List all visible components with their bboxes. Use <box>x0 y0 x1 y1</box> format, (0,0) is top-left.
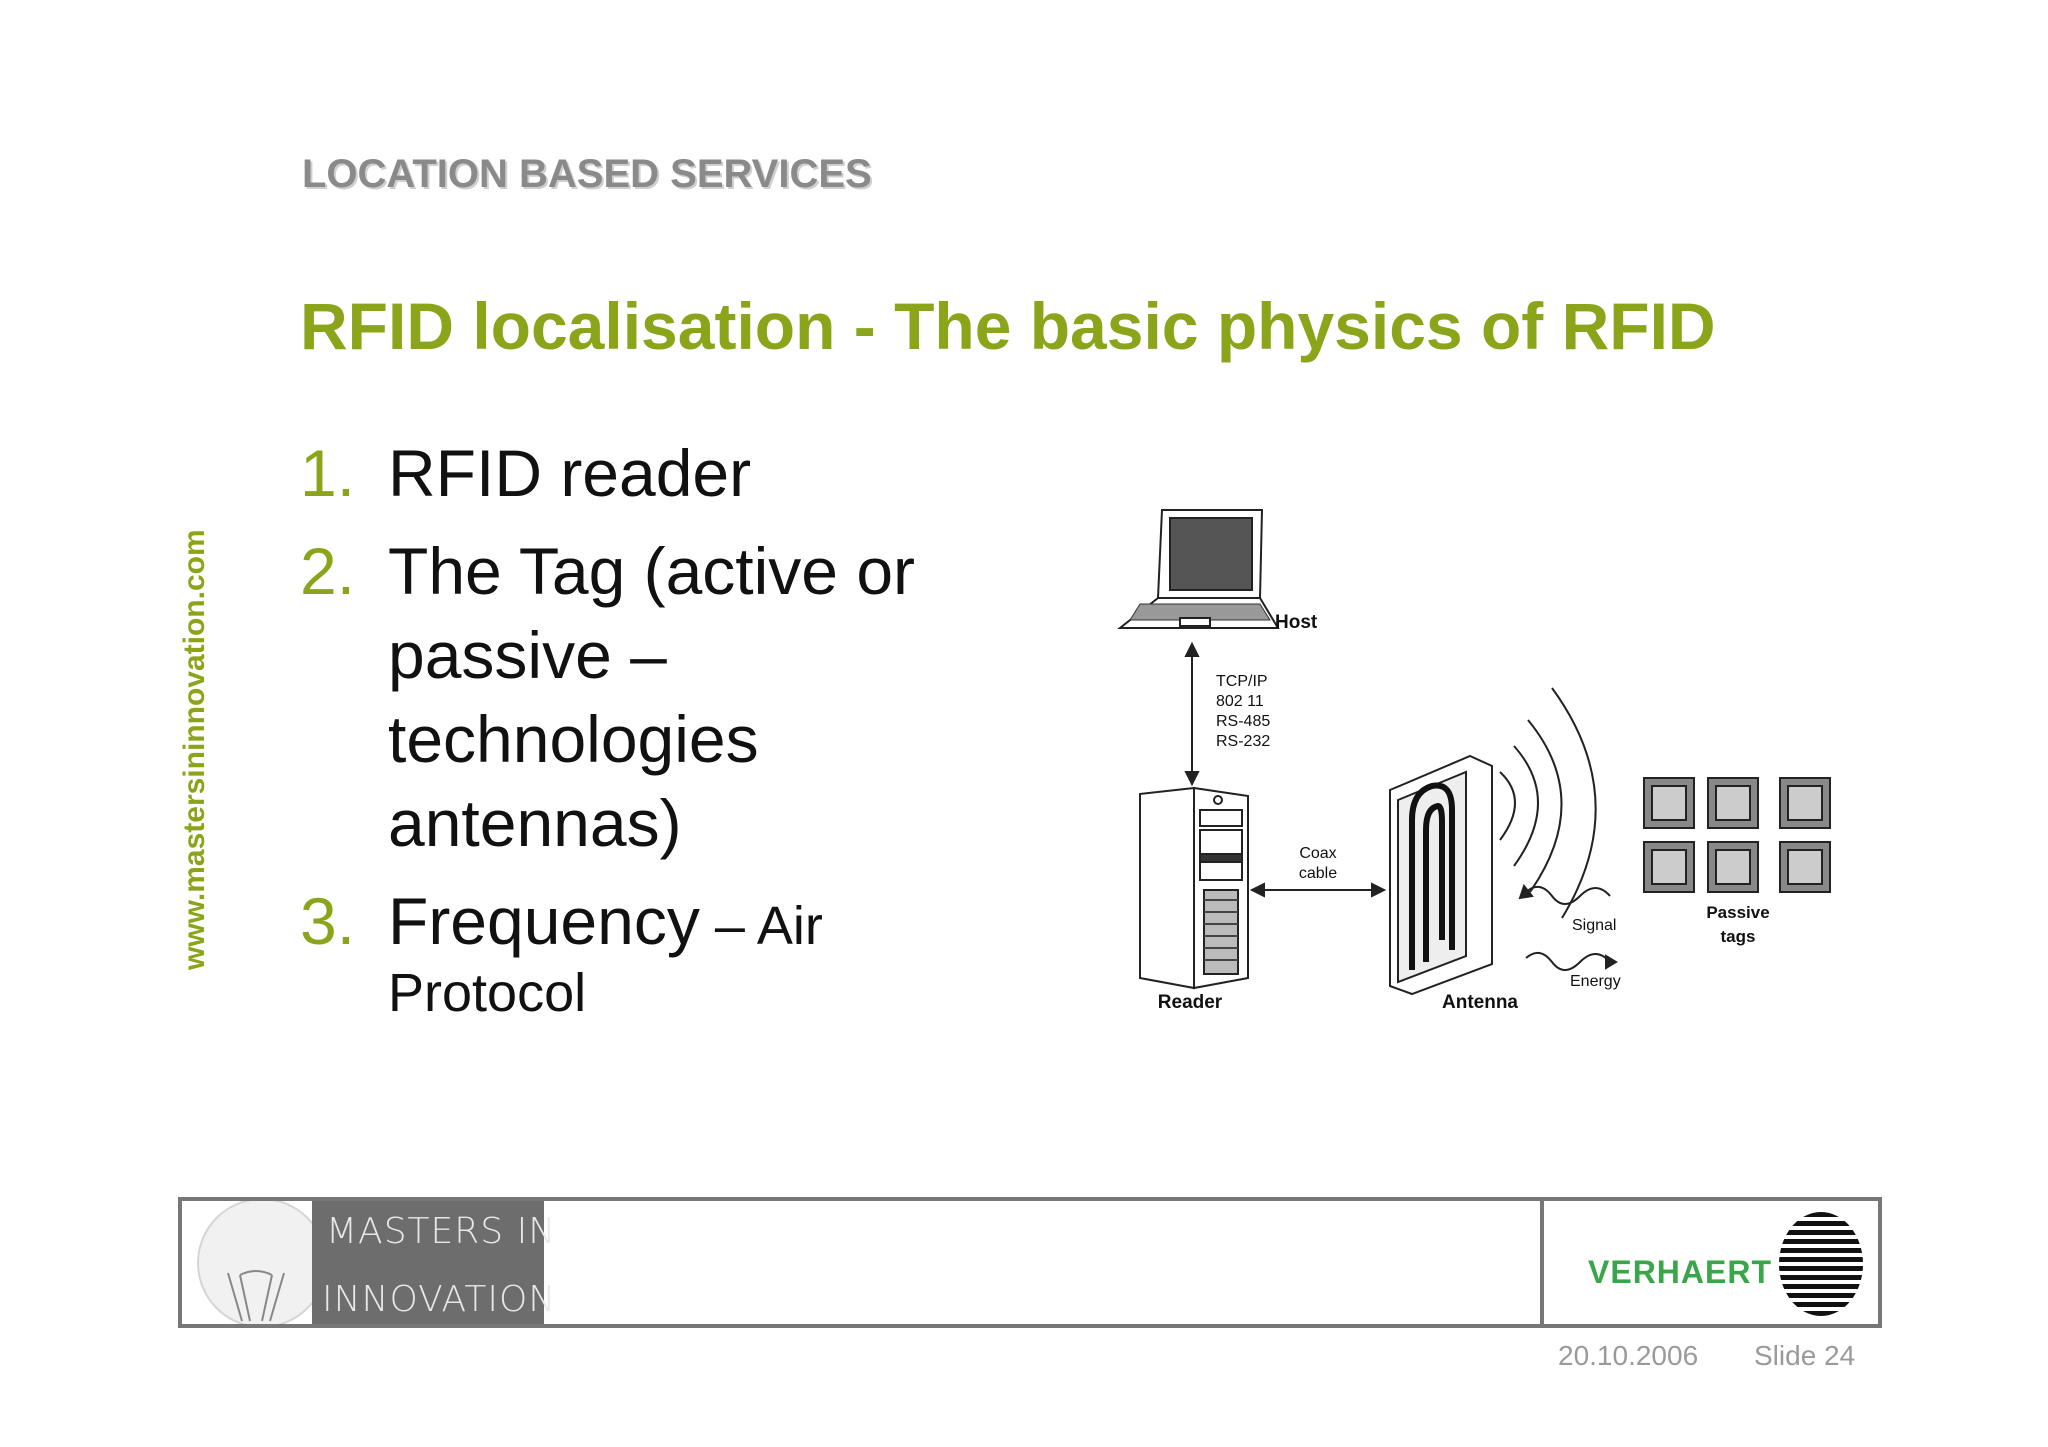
antenna-label: Antenna <box>1442 992 1518 1013</box>
tags-label-2: tags <box>1721 927 1756 946</box>
reader-label: Reader <box>1158 992 1223 1013</box>
list-item-3: Frequency – Air <box>388 888 823 954</box>
logo-line-1: MASTERS IN <box>326 1211 557 1252</box>
passive-tags-icon <box>1643 777 1831 893</box>
list-number-1: 1. <box>300 436 356 510</box>
list-item-1: RFID reader <box>388 436 752 510</box>
list-item-3-main: Frequency <box>388 884 700 958</box>
host-label: Host <box>1275 612 1318 633</box>
protocol-3: RS-485 <box>1216 713 1270 730</box>
rfid-diagram: Host TCP/IP 802 11 RS-485 RS-232 Reader … <box>1117 509 1831 1013</box>
signal-arrow <box>1518 883 1611 905</box>
energy-label: Energy <box>1570 973 1621 990</box>
signal-label: Signal <box>1572 917 1616 934</box>
verhaert-brand: VERHAERT <box>1588 1254 1773 1290</box>
protocol-4: RS-232 <box>1216 733 1270 750</box>
laptop-icon <box>1117 509 1280 629</box>
list-item-3-suffix: – Air <box>699 896 823 956</box>
logo-line-2: INNOVATION <box>322 1279 557 1320</box>
host-reader-arrow <box>1184 641 1200 787</box>
lightbulb-icon <box>197 1201 312 1324</box>
list-item-2-line-1: The Tag (active or <box>388 534 916 608</box>
energy-arrow <box>1525 951 1618 971</box>
coax-label-1: Coax <box>1299 845 1336 862</box>
tags-label-1: Passive <box>1706 903 1769 922</box>
verhaert-logo-icon <box>1779 1212 1863 1316</box>
reader-icon <box>1139 786 1249 990</box>
bullet-list: 1. RFID reader 2. The Tag (active or pas… <box>300 440 1020 1040</box>
protocol-2: 802 11 <box>1216 693 1264 710</box>
slide-title: RFID localisation - The basic physics of… <box>300 289 1716 363</box>
footer-date: 20.10.2006 <box>1558 1340 1699 1371</box>
list-item-3-cont: Protocol <box>388 963 587 1023</box>
section-title: LOCATION BASED SERVICES <box>302 152 872 196</box>
list-number-3: 3. <box>300 884 356 958</box>
list-item-2-line-3: technologies <box>388 702 759 776</box>
masters-logo: MASTERS IN INNOVATION <box>312 1201 555 1324</box>
list-number-2: 2. <box>300 534 356 608</box>
sidebar-url: www.mastersininnovation.com <box>178 529 211 970</box>
coax-arrow <box>1249 882 1387 898</box>
coax-label-2: cable <box>1299 865 1337 882</box>
footer-slide-number: Slide 24 <box>1754 1340 1856 1371</box>
radio-waves <box>1499 687 1597 919</box>
list-item-2-line-4: antennas) <box>388 786 682 860</box>
antenna-icon <box>1389 754 1493 996</box>
list-item-2-line-2: passive – <box>388 618 667 692</box>
protocol-1: TCP/IP <box>1216 673 1268 690</box>
footer-divider <box>1540 1197 1544 1328</box>
